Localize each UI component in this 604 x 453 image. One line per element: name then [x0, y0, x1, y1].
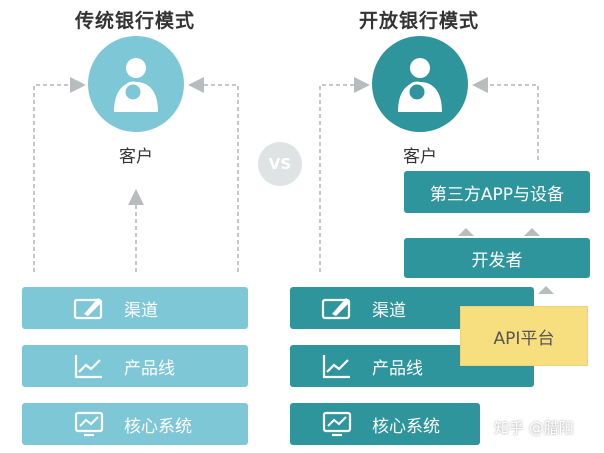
api-to-dev-arrow [538, 286, 554, 294]
left-product-label: 产品线 [124, 358, 175, 379]
right-customer-circle [372, 36, 468, 132]
customer-person-icon [114, 58, 158, 112]
left-core-label: 核心系统 [124, 416, 192, 437]
developer-box: 开发者 [404, 238, 590, 278]
vs-badge: VS [258, 142, 302, 186]
api-platform-box: API平台 [460, 306, 588, 366]
left-outer-arrow [33, 77, 86, 272]
right-product-label: 产品线 [372, 358, 423, 379]
right-channel-label: 渠道 [372, 300, 406, 321]
monitor-chart-icon [322, 411, 352, 437]
right-inner-arrow [472, 77, 539, 160]
left-core-bar: 核心系统 [22, 403, 248, 445]
dev-to-third-arrow-2 [524, 228, 540, 236]
monitor-chart-icon [74, 411, 104, 437]
right-core-bar: 核心系统 [290, 403, 480, 445]
right-title: 开放银行模式 [358, 10, 479, 32]
left-title: 传统银行模式 [74, 10, 195, 32]
left-channel-bar: 渠道 [22, 287, 248, 329]
customer-person-icon [398, 58, 442, 112]
line-chart-icon [322, 355, 350, 379]
dev-to-third-arrow-1 [458, 228, 474, 236]
pen-sign-icon [321, 298, 351, 320]
third-party-box: 第三方APP与设备 [404, 171, 590, 213]
right-core-label: 核心系统 [372, 416, 440, 437]
left-customer-circle [88, 36, 184, 132]
line-chart-icon [74, 355, 102, 379]
watermark: 知乎 @腊阳 [494, 419, 574, 437]
left-product-bar: 产品线 [22, 345, 248, 387]
right-outer-arrow [319, 77, 370, 272]
pen-sign-icon [73, 298, 103, 320]
left-customer-label: 客户 [119, 147, 153, 167]
left-inner-arrow [188, 77, 239, 272]
left-channel-label: 渠道 [124, 300, 158, 321]
right-customer-label: 客户 [403, 147, 437, 167]
